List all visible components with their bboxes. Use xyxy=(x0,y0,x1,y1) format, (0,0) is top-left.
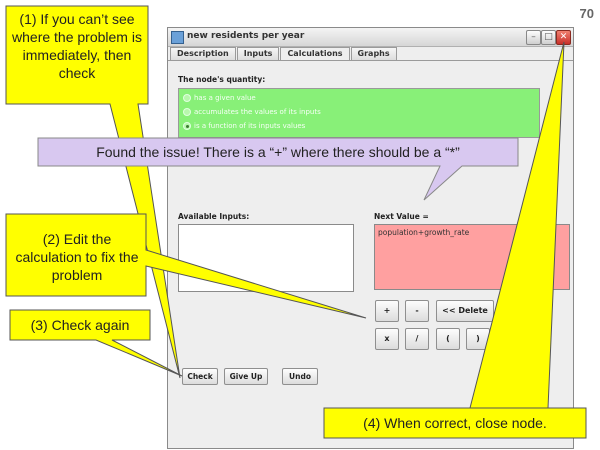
callout-1-shape xyxy=(5,5,181,379)
callout-2-shape xyxy=(5,213,367,319)
undo-button[interactable]: Undo xyxy=(282,368,318,385)
option-label: has a given value xyxy=(194,94,256,102)
quantity-label: The node's quantity: xyxy=(178,75,266,84)
option-label: accumulates the values of its inputs xyxy=(194,108,321,116)
delete-button[interactable]: << Delete xyxy=(436,300,494,322)
minus-button[interactable]: - xyxy=(405,300,429,322)
callout-2-text: (2) Edit the calculation to fix the prob… xyxy=(15,231,139,283)
times-button[interactable]: x xyxy=(375,328,399,350)
app-icon xyxy=(171,31,184,44)
maximize-button[interactable]: □ xyxy=(541,30,556,45)
radio-accumulates[interactable] xyxy=(183,108,191,116)
slide-number: 70 xyxy=(579,6,594,21)
tab-graphs[interactable]: Graphs xyxy=(350,47,397,60)
radio-function[interactable] xyxy=(183,122,191,130)
radio-given-value[interactable] xyxy=(183,94,191,102)
plus-button[interactable]: + xyxy=(375,300,399,322)
give-up-button[interactable]: Give Up xyxy=(224,368,268,385)
option-function[interactable]: is a function of its inputs values xyxy=(183,122,305,130)
option-label: is a function of its inputs values xyxy=(194,122,306,130)
found-issue-text: Found the issue! There is a “+” where th… xyxy=(96,144,460,160)
option-accumulates[interactable]: accumulates the values of its inputs xyxy=(183,108,321,116)
tab-panel-border xyxy=(168,60,573,61)
tab-calculations[interactable]: Calculations xyxy=(280,47,350,61)
divide-button[interactable]: / xyxy=(405,328,429,350)
check-button[interactable]: Check xyxy=(182,368,218,385)
window-title: new residents per year xyxy=(187,31,305,41)
found-callout-shape xyxy=(37,137,519,201)
title-bar[interactable]: new residents per year – □ ✕ xyxy=(168,28,573,47)
left-paren-button[interactable]: ( xyxy=(436,328,460,350)
minimize-button[interactable]: – xyxy=(526,30,541,45)
callout-4-text: (4) When correct, close node. xyxy=(363,415,547,431)
tab-description[interactable]: Description xyxy=(170,47,236,60)
callout-3-text: (3) Check again xyxy=(30,317,130,333)
callout-3-shape xyxy=(9,309,183,377)
callout-1-text: (1) If you can’t see where the problem i… xyxy=(12,11,142,81)
callout-4-shape xyxy=(323,41,587,439)
tab-inputs[interactable]: Inputs xyxy=(236,47,280,60)
available-inputs-label: Available Inputs: xyxy=(178,212,250,221)
option-given-value[interactable]: has a given value xyxy=(183,94,256,102)
next-value-label: Next Value = xyxy=(374,212,429,221)
tab-bar: Description Inputs Calculations Graphs xyxy=(170,47,398,61)
